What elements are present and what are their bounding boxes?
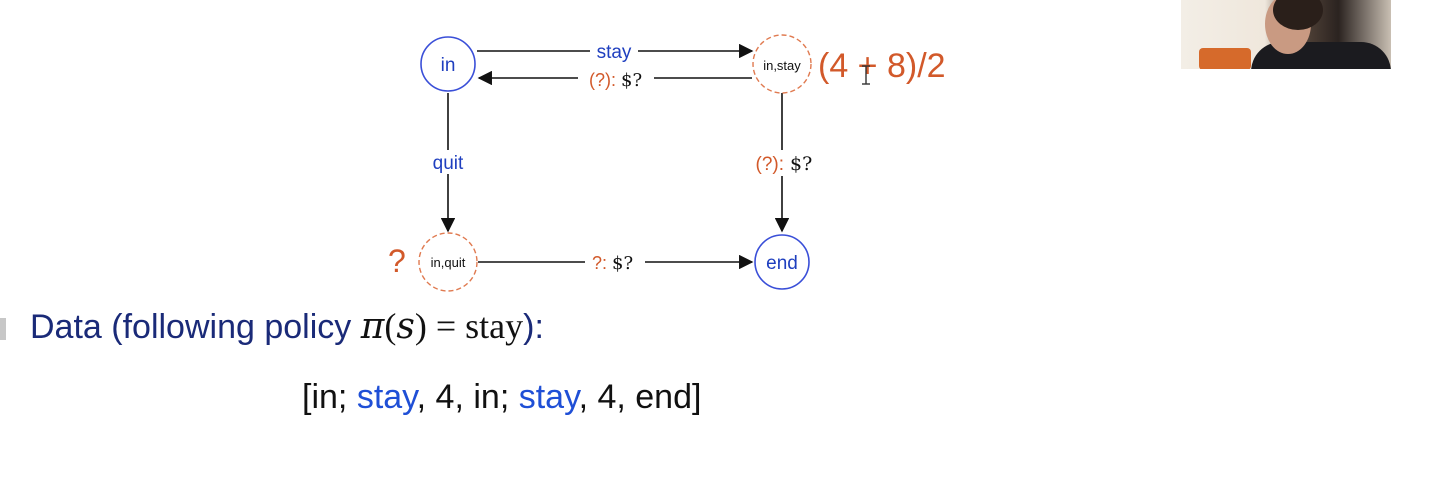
state-label-end: end [766,253,798,274]
data-heading-text: Data (following policy [30,308,361,346]
policy-formula: π(s) = stay [360,306,524,347]
webcam-video-thumbnail [1181,0,1391,69]
pi-symbol: π [360,306,385,347]
text-cursor-icon [862,65,870,85]
estimate-annotation: (4 + 8)/2 [818,47,946,85]
state-node-in [420,36,476,92]
traj-part: , 4, end] [578,378,702,416]
data-heading-suffix: ): [523,308,544,346]
edge-label-bottom-reward: $? [612,253,633,274]
edge-label-quit: quit [433,153,464,174]
edge-label-stay: stay [597,42,632,63]
state-variable: s [396,306,415,347]
chance-label-in-stay: in,stay [763,58,801,73]
trajectory: [in; stay, 4, in; stay, 4, end] [302,378,701,417]
data-heading: Data (following policy π(s) = stay): [30,305,544,347]
chance-node-in-stay [752,34,812,94]
traj-action: stay [356,378,417,416]
traj-part: [in; [302,378,357,416]
mdp-diagram: in in,stay in,quit end stay (?): $? quit… [388,34,946,292]
edge-label-back-prob: (?): [589,70,616,90]
chance-label-in-quit: in,quit [431,255,466,270]
chance-node-in-quit [418,232,478,292]
equals-sign: = [426,306,466,346]
state-label-in: in [441,55,456,76]
traj-action: stay [518,378,579,416]
edge-label-back-reward: $? [621,70,642,91]
slide-edge-mark [0,318,6,340]
edge-label-bottom-prob: ?: [592,253,607,273]
edge-label-right-prob: (?): [756,154,785,175]
quit-value-question: ? [388,243,406,279]
policy-action: stay [465,306,524,346]
traj-part: , 4, in; [416,378,519,416]
edge-label-right-reward: $? [790,153,812,175]
state-node-end [754,234,810,290]
